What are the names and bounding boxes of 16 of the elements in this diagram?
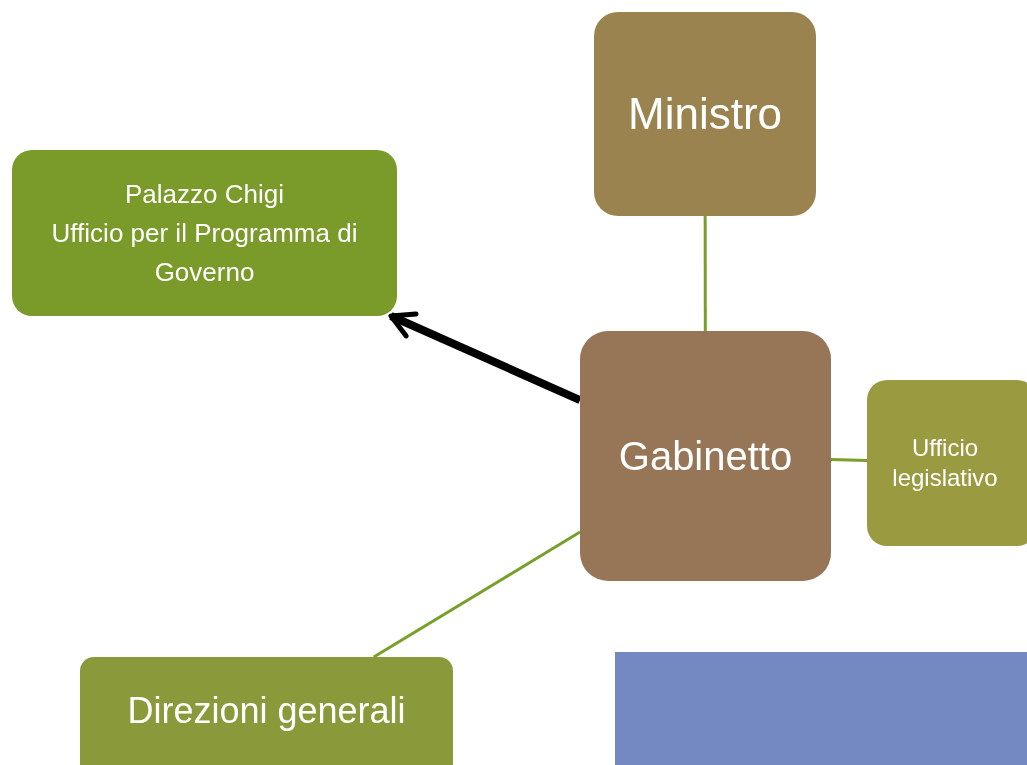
node-label: Ufficio per il Programma di Governo [50,216,359,289]
node-label: Palazzo Chigi [125,177,284,211]
role-box [594,12,816,216]
connector-line [703,216,707,331]
node-label: Gabinetto [618,433,793,480]
node-label: Ministro [628,88,782,140]
empty-box [615,652,1027,765]
connector-line [830,458,868,463]
connector-line [373,530,581,659]
cabinet-box [580,331,831,581]
node-label: Direzioni generali [127,689,406,733]
office-box [867,380,1027,546]
arrow [388,311,582,404]
office-box [12,150,397,316]
department-box [80,657,453,765]
node-label: Ufficio legislativo [891,433,999,493]
